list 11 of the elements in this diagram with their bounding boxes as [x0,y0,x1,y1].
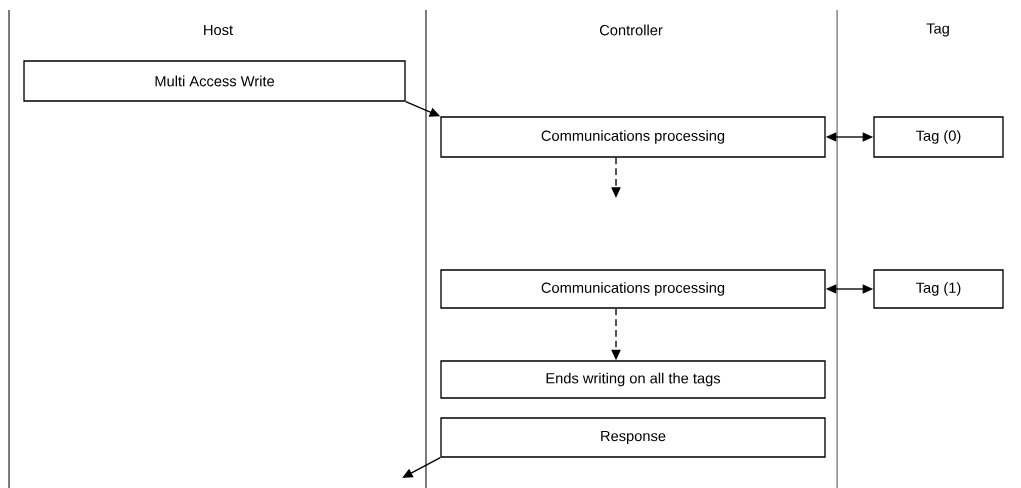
lane-heading: Controller [599,24,663,36]
lane-heading: Tag [926,23,949,37]
process-box: Communications processing [440,269,826,309]
process-box: Tag (1) [873,269,1004,309]
process-box: Multi Access Write [23,60,406,102]
process-box: Response [440,417,826,458]
lane-heading: Host [204,24,233,36]
arrow [402,457,441,478]
process-box: Ends writing on all the tags [440,360,826,399]
process-box: Communications processing [440,116,826,158]
process-box: Tag (0) [873,116,1004,158]
